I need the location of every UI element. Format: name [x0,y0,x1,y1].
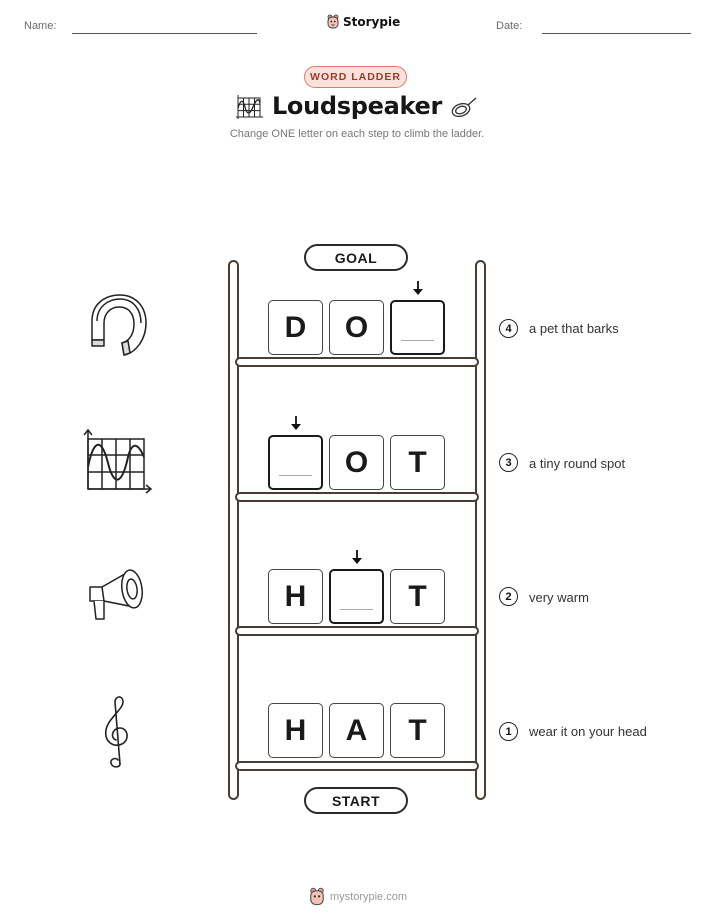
letter-tile: T [390,569,445,624]
letter-tile: T [390,703,445,758]
step-number: 3 [499,453,518,472]
clue-text: a tiny round spot [529,456,626,471]
storypie-mascot-icon [310,887,324,906]
clue-text: very warm [529,590,589,605]
name-label: Name: [24,20,57,32]
ladder-rung-2 [235,626,479,636]
date-label: Date: [496,20,523,32]
clue-text: wear it on your head [529,724,647,739]
start-label: START [304,787,408,814]
letter-tile: D [268,300,323,355]
storypie-mascot-icon [327,14,339,29]
letter-tile: O [329,435,384,490]
down-arrow-icon [291,416,301,430]
blank-letter-box[interactable] [390,300,445,355]
down-arrow-icon [352,550,362,564]
sine-wave-graph-icon [83,428,153,494]
brand-logo: Storypie [326,14,400,30]
megaphone-icon [89,569,143,620]
ladder-rung-3 [235,492,479,502]
sine-wave-graph-icon [236,95,263,119]
clue-text: a pet that barks [529,321,619,336]
blank-letter-box[interactable] [268,435,323,490]
goal-label: GOAL [304,244,408,271]
blank-letter-box[interactable] [329,569,384,624]
footer: mystorypie.com [308,887,407,907]
step-number: 2 [499,587,518,606]
ladder-rung-1 [235,761,479,771]
step-number: 1 [499,722,518,741]
letter-tile: T [390,435,445,490]
step-number: 4 [499,319,518,338]
letter-tile: H [268,703,323,758]
letter-tile: O [329,300,384,355]
magnet-icon [91,294,147,356]
ladder-frame [228,260,486,800]
frying-pan-icon [451,97,477,118]
name-line[interactable] [72,33,257,34]
footer-url[interactable]: mystorypie.com [330,891,408,903]
letter-tile: H [268,569,323,624]
ladder-rung-4 [235,357,479,367]
page-title: Loudspeaker [271,92,443,120]
instructions: Change ONE letter on each step to climb … [229,128,485,140]
letter-tile: A [329,703,384,758]
down-arrow-icon [413,281,423,295]
date-line[interactable] [542,33,691,34]
treble-clef-icon [104,696,128,768]
word-ladder-badge: WORD LADDER [304,66,407,88]
brand-name: Storypie [343,15,401,29]
